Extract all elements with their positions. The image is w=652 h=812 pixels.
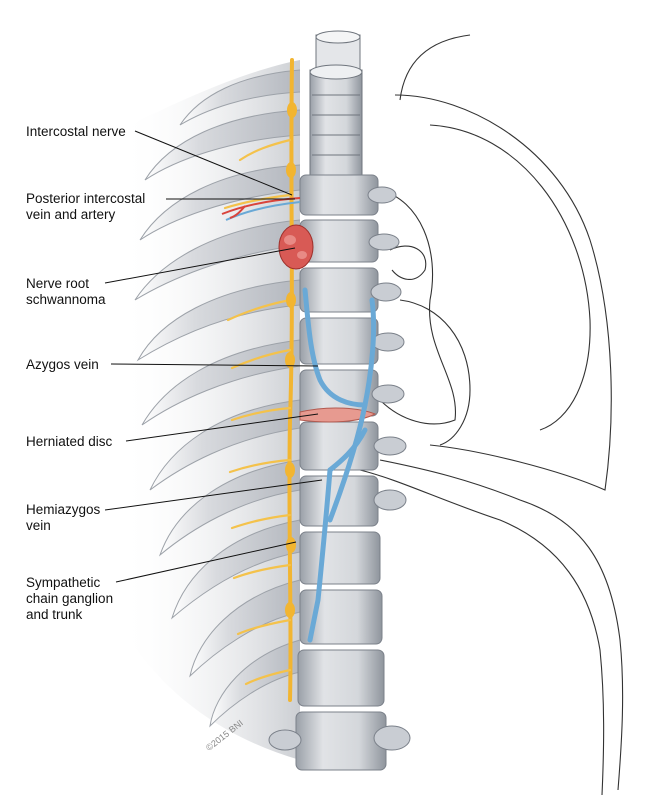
label-nerve-root-schwannoma: Nerve root schwannoma (26, 276, 106, 307)
leader-lines (104, 130, 323, 583)
herniated-disc (299, 407, 377, 423)
intercostal-nerves (223, 138, 292, 686)
azygos-vein (302, 287, 377, 523)
hemiazygos-vein (307, 427, 368, 643)
trachea (309, 30, 363, 181)
label-herniated-disc: Herniated disc (26, 434, 113, 449)
label-intercostal-nerve: Intercostal nerve (26, 124, 126, 139)
right-thorax-outline (359, 34, 624, 796)
ribs-left (134, 69, 301, 728)
nerve-root-schwannoma (278, 224, 314, 270)
label-azygos-vein: Azygos vein (26, 357, 99, 372)
label-posterior-intercostal-vessels: Posterior intercostal vein and artery (26, 191, 146, 222)
label-sympathetic-chain: Sympathetic chain ganglion and trunk (26, 575, 114, 622)
sympathetic-ganglia (285, 102, 297, 618)
label-hemiazygos-vein: Hemiazygos vein (26, 502, 101, 533)
